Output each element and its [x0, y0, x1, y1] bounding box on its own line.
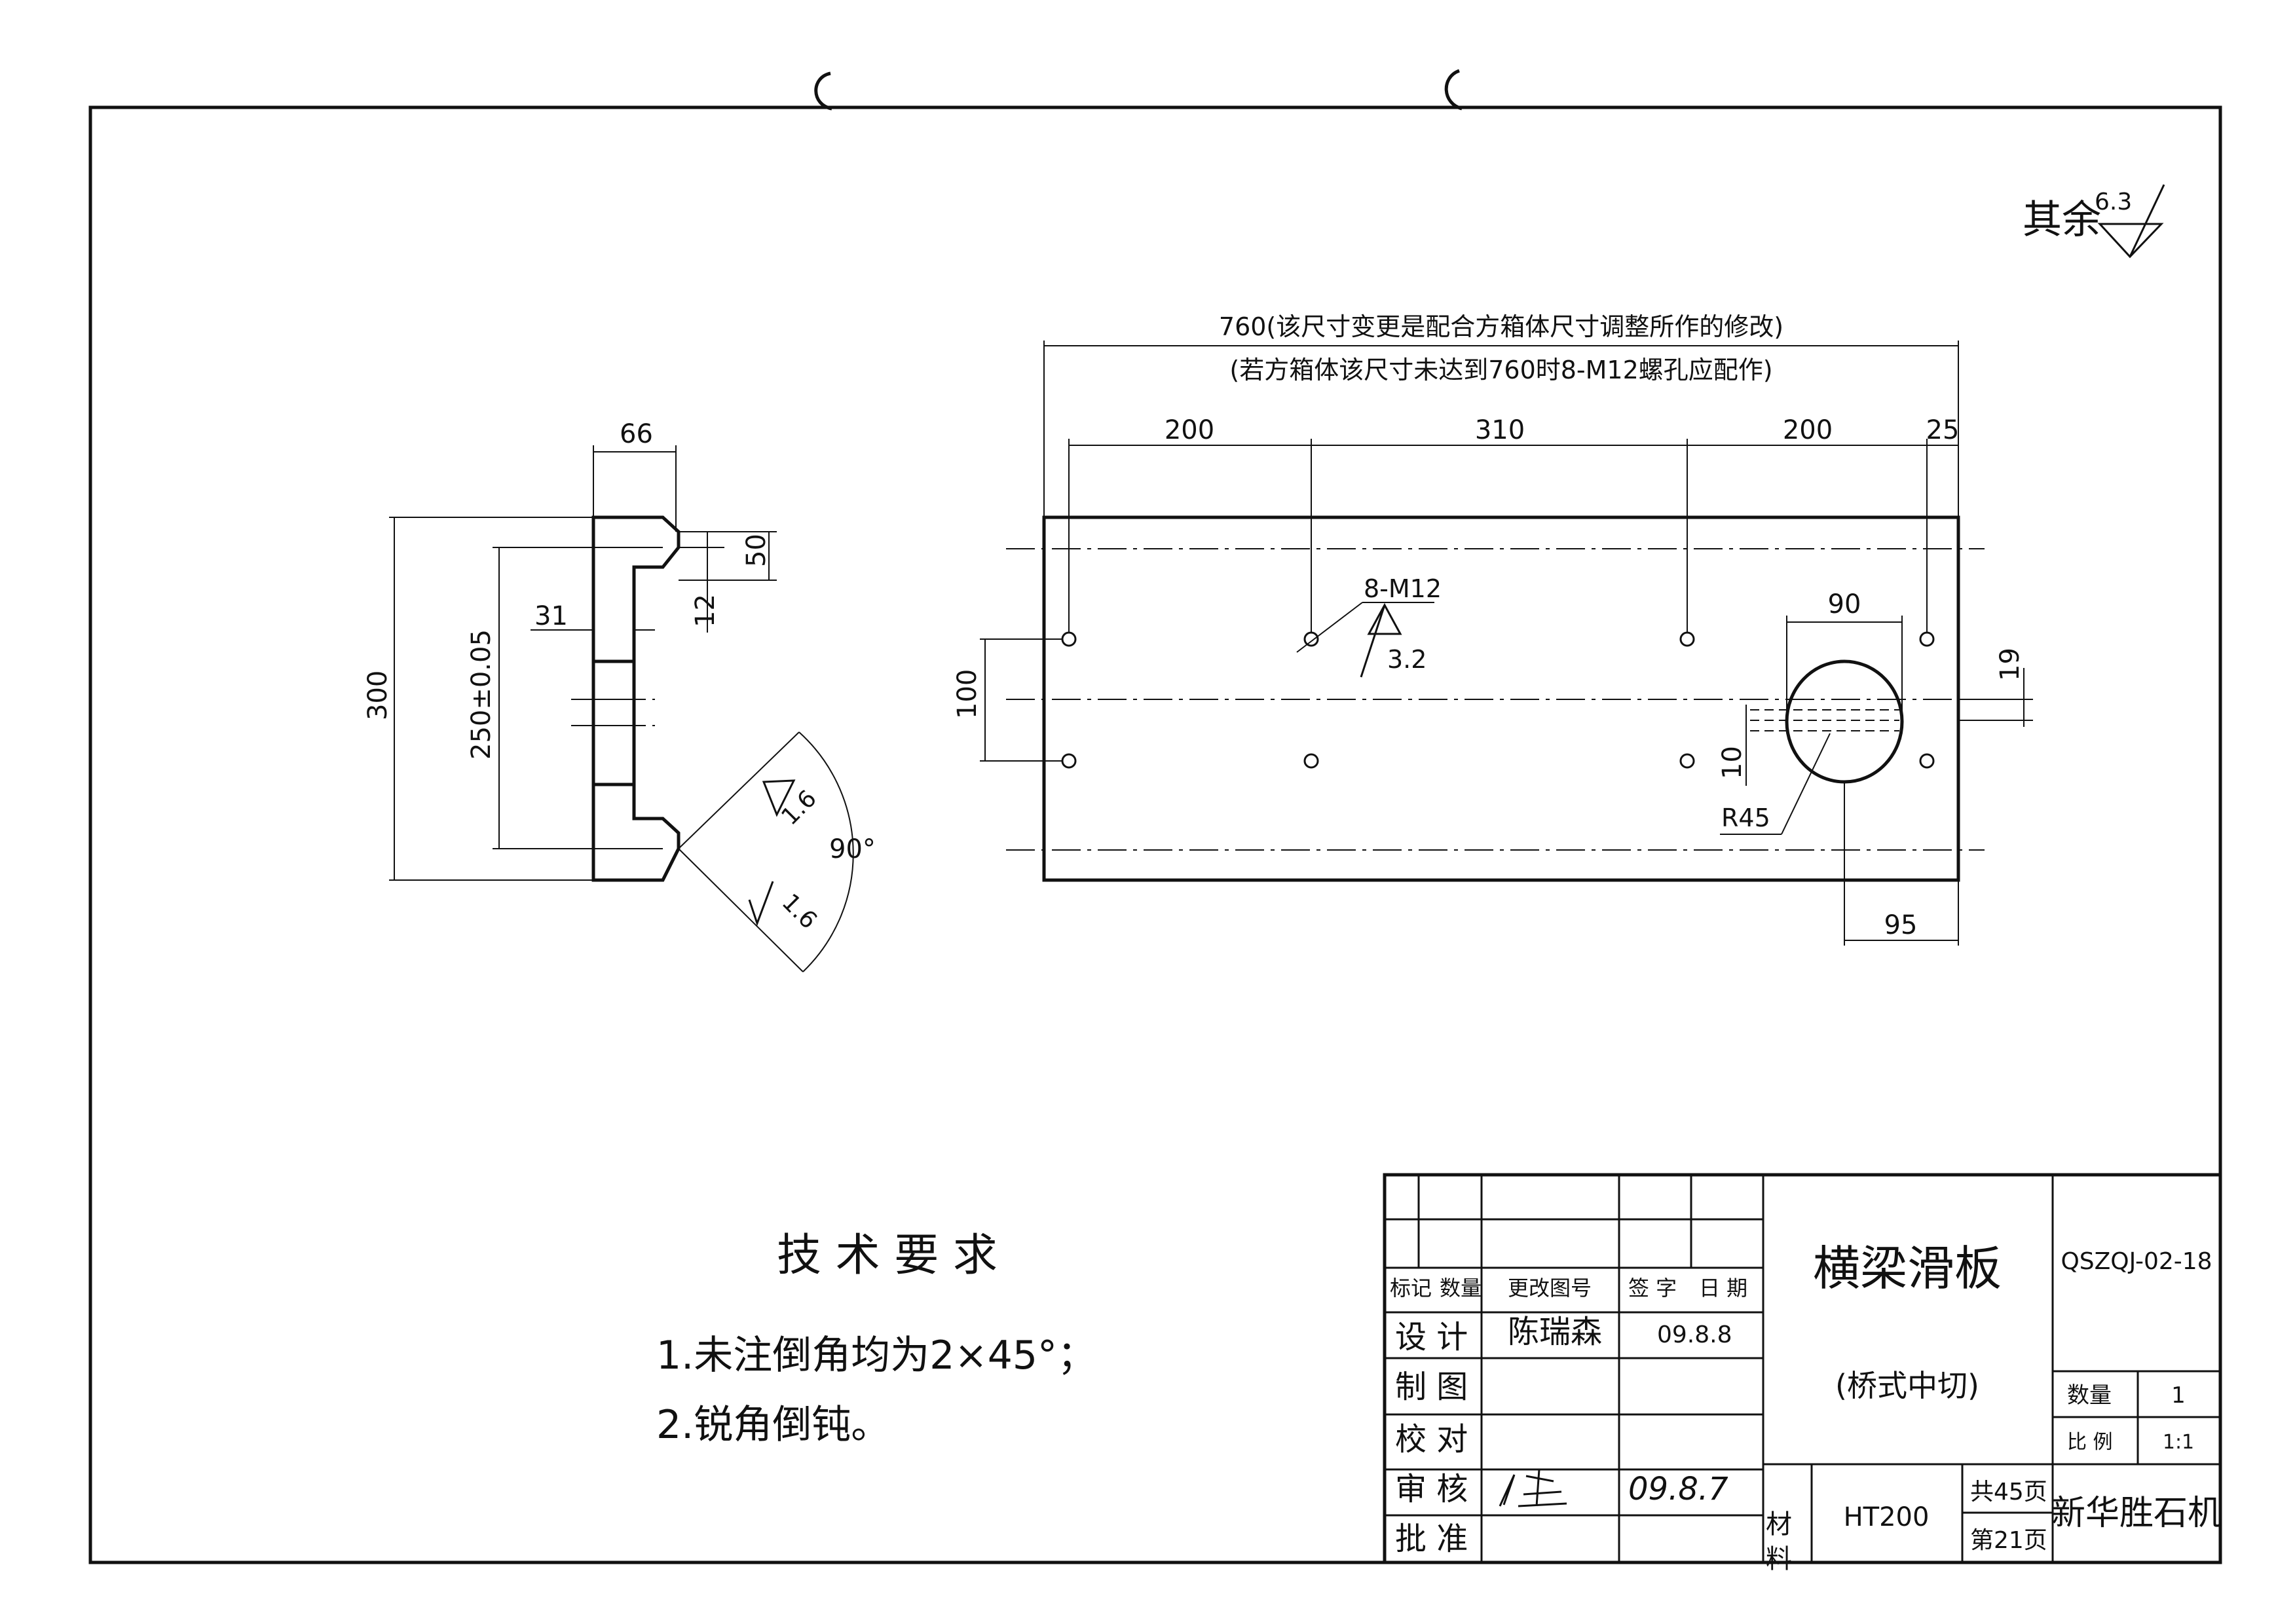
bolt-hole	[1303, 753, 1319, 769]
dim-row-spacing: 100	[952, 669, 982, 719]
col-header-change: 更改图号	[1508, 1276, 1592, 1301]
dim-spacing-2: 310	[1475, 415, 1525, 445]
total-pages: 共45页	[1970, 1479, 2047, 1505]
material-label: 材 料	[1761, 1510, 1791, 1571]
roughness-note-label: 其余	[2023, 197, 2101, 243]
design-date: 09.8.8	[1657, 1321, 1732, 1348]
bolt-hole	[1061, 631, 1077, 647]
bolt-hole	[1919, 631, 1935, 647]
bolt-hole	[1679, 753, 1695, 769]
section-view: 66 300 250±0.05 31 50 12 90° 1.6 1.6	[363, 419, 876, 972]
designer-name: 陈瑞森	[1508, 1314, 1602, 1350]
col-header-qty: 数量	[1440, 1276, 1482, 1301]
section-web	[591, 659, 636, 786]
dim-spacing-4: 25	[1926, 415, 1960, 445]
page-number: 第21页	[1970, 1527, 2047, 1554]
dim-spacing-1: 200	[1165, 415, 1214, 445]
reviewer-signature	[1499, 1469, 1567, 1507]
bolt-hole	[1303, 631, 1319, 647]
drawing-number: QSZQJ-02-18	[2061, 1248, 2212, 1275]
drawing-border	[88, 105, 2222, 1564]
section-profile-lower	[591, 783, 681, 882]
design-label: 设 计	[1395, 1319, 1468, 1356]
tech-requirement-item: 2.锐角倒钝。	[656, 1402, 890, 1448]
qty-value: 1	[2171, 1382, 2186, 1409]
section-profile-upper	[591, 515, 681, 663]
tech-requirements: 技 术 要 求 1.未注倒角均为2×45°； 2.锐角倒钝。	[656, 1230, 1096, 1448]
roughness-symbol-b	[748, 881, 774, 927]
col-header-date: 日 期	[1699, 1276, 1747, 1301]
check-label: 校 对	[1395, 1421, 1468, 1458]
review-date: 09.8.7	[1628, 1471, 1728, 1507]
dim-spacing-3: 200	[1783, 415, 1833, 445]
dim-section-width: 66	[620, 419, 653, 449]
binding-marks	[814, 69, 1463, 111]
tech-requirement-item: 1.未注倒角均为2×45°；	[656, 1333, 1096, 1378]
roughness-symbol-a	[762, 779, 796, 817]
scale-label: 比 例	[2067, 1431, 2113, 1454]
general-roughness-note: 其余 6.3	[2023, 184, 2165, 259]
col-header-mark: 标记	[1390, 1276, 1432, 1301]
dim-section-height: 300	[363, 671, 393, 720]
dim-section-lip: 31	[534, 601, 568, 631]
dim-section-inner: 250±0.05	[466, 629, 496, 760]
hole-roughness: 3.2	[1387, 645, 1427, 674]
roughness-symbol	[2097, 184, 2165, 259]
dim-slot-edge: 95	[1884, 910, 1918, 940]
dim-chamfer: 50	[741, 534, 772, 567]
hole-callout: 8-M12	[1364, 574, 1442, 603]
slot-opening	[1785, 659, 1904, 784]
draw-label: 制 图	[1395, 1369, 1468, 1405]
scale-value: 1:1	[2163, 1431, 2194, 1454]
tech-requirements-title: 技 术 要 求	[777, 1230, 998, 1282]
dim-slot-offset: 19	[1995, 648, 2025, 681]
company-name: 新华胜石机	[2051, 1494, 2222, 1533]
col-header-sign: 签 字	[1628, 1276, 1677, 1301]
dim-angle: 90°	[829, 834, 876, 864]
dim-overall: 760(该尺寸变更是配合方箱体尺寸调整所作的修改)	[1219, 312, 1783, 341]
material-value: HT200	[1844, 1502, 1930, 1532]
bolt-hole	[1061, 753, 1077, 769]
title-block: 标记 数量 更改图号 签 字 日 期 设 计 陈瑞森 09.8.8 制 图 校 …	[1383, 1173, 2222, 1571]
dim-slot-width: 90	[1828, 589, 1861, 619]
dim-slot-radius: R45	[1721, 803, 1770, 832]
dim-overall-note: (若方箱体该尺寸未达到760时8-M12螺孔应配作)	[1229, 356, 1772, 384]
review-label: 审 核	[1395, 1471, 1468, 1507]
part-name: 横梁滑板	[1813, 1241, 2002, 1296]
qty-label: 数量	[2067, 1382, 2112, 1409]
approve-label: 批 准	[1395, 1521, 1468, 1557]
bolt-hole	[1919, 753, 1935, 769]
dim-slot-depth: 10	[1717, 746, 1747, 779]
section-roughness-b: 1.6	[777, 889, 822, 934]
part-subname: (桥式中切)	[1835, 1368, 1979, 1403]
front-view: 760(该尺寸变更是配合方箱体尺寸调整所作的修改) (若方箱体该尺寸未达到760…	[952, 312, 2033, 946]
section-roughness-a: 1.6	[776, 785, 821, 830]
dim-step: 12	[690, 594, 720, 627]
bolt-hole	[1679, 631, 1695, 647]
roughness-note-value: 6.3	[2095, 189, 2132, 215]
